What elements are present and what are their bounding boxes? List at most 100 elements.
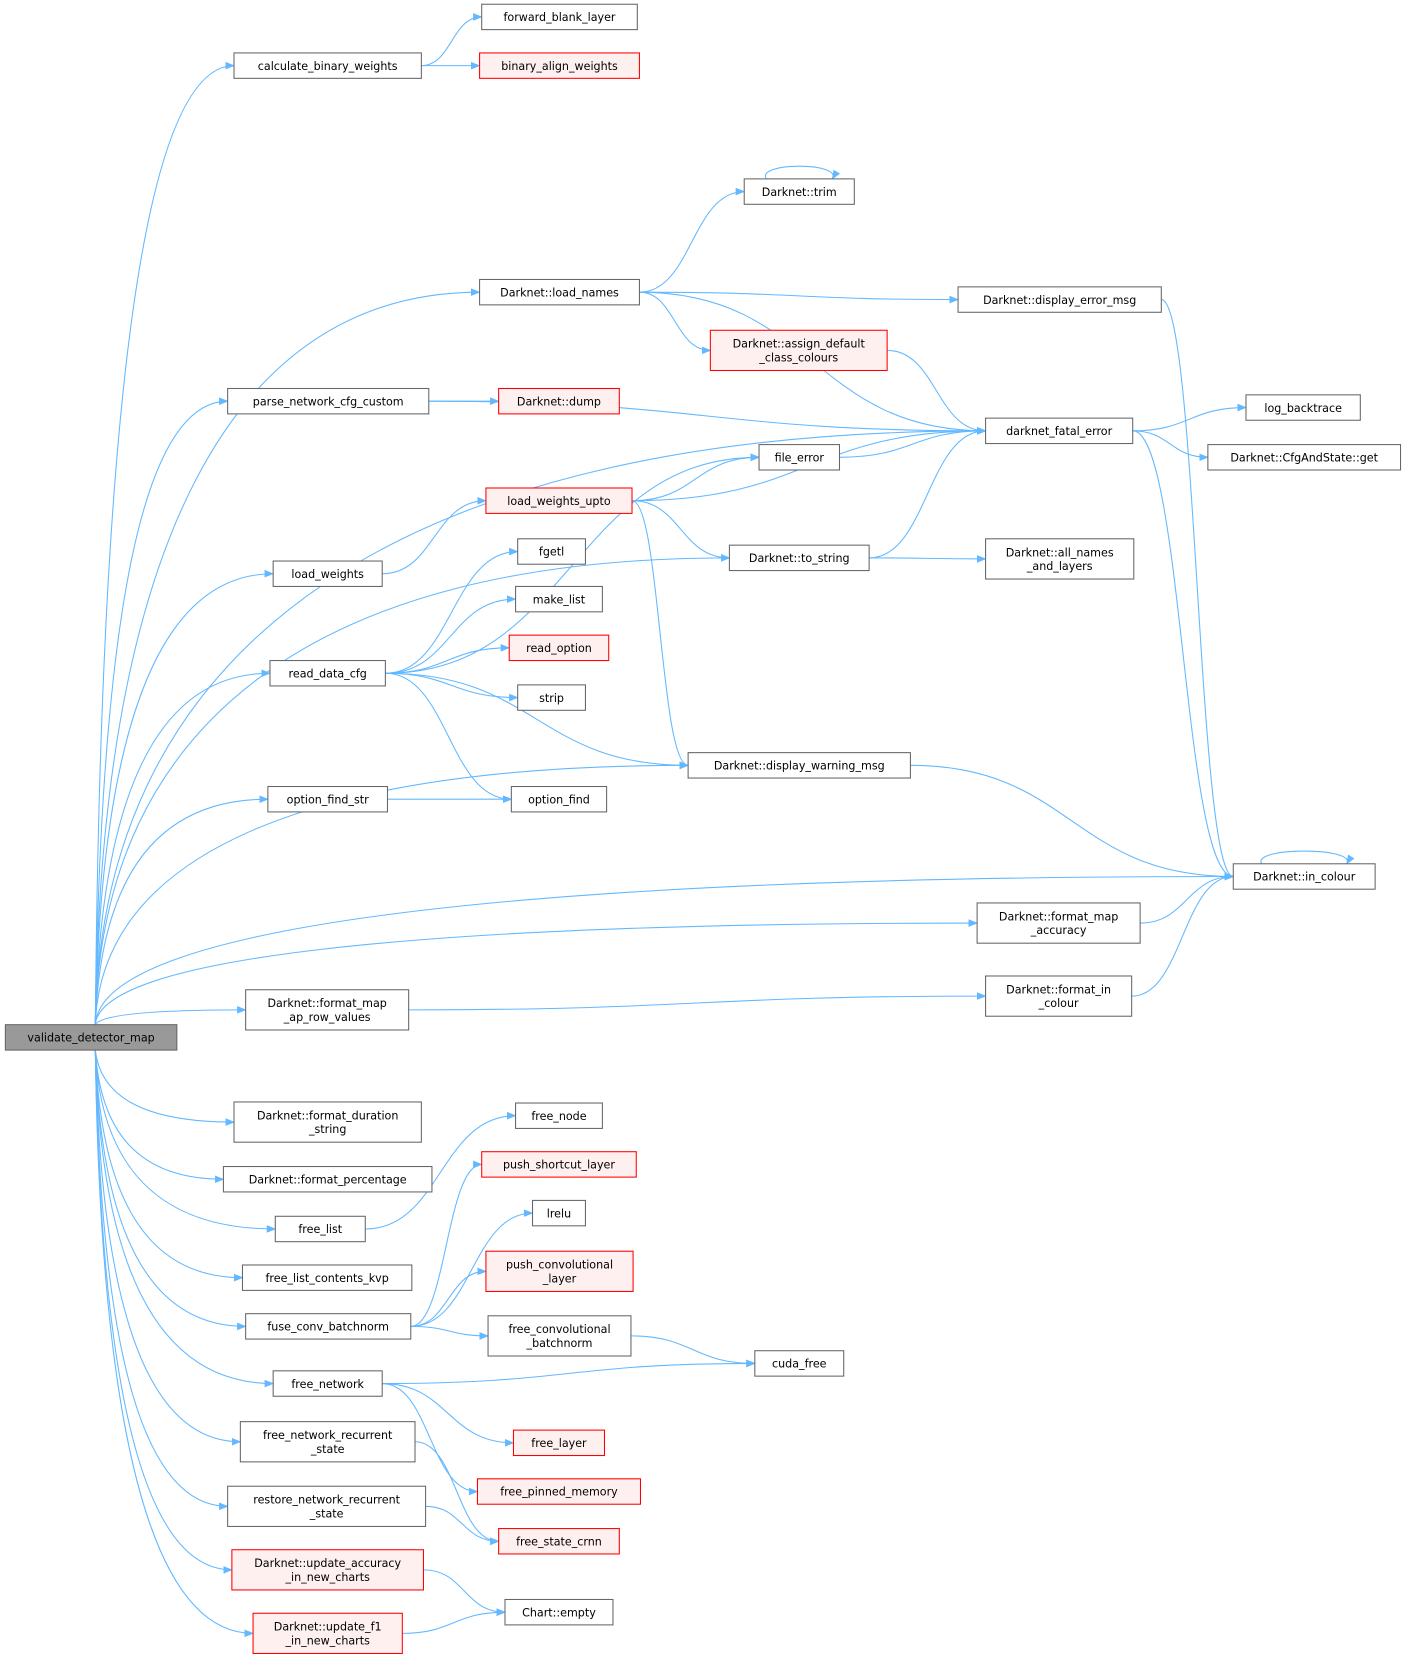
node-label: Darknet::in_colour	[1253, 871, 1356, 884]
node-free-list[interactable]: free_list	[274, 1215, 366, 1243]
node-format-duration[interactable]: Darknet::format_duration_string	[233, 1101, 422, 1143]
node-cfg-get[interactable]: Darknet::CfgAndState::get	[1207, 444, 1402, 471]
edge-trim-to-trim	[764, 165, 841, 180]
node-format-in-colour[interactable]: Darknet::format_in_colour	[985, 975, 1133, 1017]
node-label: validate_detector_map	[27, 1032, 154, 1045]
node-box	[487, 1315, 632, 1357]
node-push-shortcut-layer[interactable]: push_shortcut_layer	[481, 1151, 637, 1178]
node-box	[976, 902, 1141, 944]
node-label: _ap_row_values	[283, 1011, 371, 1024]
node-binary-align-weights[interactable]: binary_align_weights	[479, 52, 640, 79]
node-free-pinned[interactable]: free_pinned_memory	[476, 1478, 642, 1505]
node-label: _and_layers	[1026, 560, 1093, 573]
node-dump[interactable]: Darknet::dump	[498, 387, 620, 415]
node-free-node[interactable]: free_node	[515, 1102, 603, 1129]
edge-free-list-to-free-node	[365, 1111, 517, 1230]
node-read-option[interactable]: read_option	[508, 634, 610, 662]
node-restore-net-rec[interactable]: restore_network_recurrent_state	[227, 1485, 427, 1527]
node-option-find[interactable]: option_find	[510, 785, 608, 813]
node-file-error[interactable]: file_error	[758, 444, 841, 471]
node-in-colour[interactable]: Darknet::in_colour	[1232, 863, 1376, 890]
node-load-weights[interactable]: load_weights	[272, 560, 383, 587]
node-box	[485, 487, 633, 514]
node-trim[interactable]: Darknet::trim	[743, 178, 855, 205]
node-strip[interactable]: strip	[517, 684, 586, 711]
node-label: Darknet::trim	[762, 186, 837, 199]
edge-free-network-to-free-layer	[382, 1383, 515, 1447]
node-box	[479, 278, 640, 306]
node-box	[531, 1199, 586, 1227]
node-box	[1207, 444, 1402, 471]
node-fuse-conv[interactable]: fuse_conv_batchnorm	[245, 1313, 412, 1340]
node-log-backtrace[interactable]: log_backtrace	[1245, 394, 1361, 421]
node-box	[758, 444, 841, 471]
node-parse-network-cfg-custom[interactable]: parse_network_cfg_custom	[227, 387, 430, 415]
node-label: _state	[310, 1443, 345, 1456]
node-push-conv[interactable]: push_convolutional_layer	[485, 1250, 634, 1292]
node-darknet-fatal-error[interactable]: darknet_fatal_error	[985, 417, 1134, 445]
node-box	[515, 585, 603, 613]
node-forward-blank-layer[interactable]: forward_blank_layer	[481, 3, 638, 31]
node-format-percentage[interactable]: Darknet::format_percentage	[222, 1166, 433, 1193]
edges-layer	[94, 13, 1355, 1638]
node-free-conv-bn[interactable]: free_convolutional_batchnorm	[487, 1315, 632, 1357]
node-box	[508, 634, 610, 662]
node-cuda-free[interactable]: cuda_free	[754, 1350, 845, 1377]
node-box	[479, 52, 640, 79]
node-all-names[interactable]: Darknet::all_names_and_layers	[985, 538, 1135, 580]
node-chart-empty[interactable]: Chart::empty	[504, 1598, 614, 1626]
node-display-warning-msg[interactable]: Darknet::display_warning_msg	[687, 752, 911, 779]
edge-fuse-conv-to-free-conv-bn	[410, 1325, 490, 1340]
node-to-string[interactable]: Darknet::to_string	[728, 544, 870, 572]
node-read-data-cfg[interactable]: read_data_cfg	[269, 660, 386, 687]
node-format-map-ap[interactable]: Darknet::format_map_ap_row_values	[245, 989, 410, 1031]
edge-read-data-cfg-to-read-option	[385, 644, 511, 674]
node-free-network[interactable]: free_network	[272, 1370, 383, 1397]
node-lrelu[interactable]: lrelu	[531, 1199, 586, 1227]
node-box	[1245, 394, 1361, 421]
node-box	[269, 660, 386, 687]
node-option-find-str[interactable]: option_find_str	[267, 785, 389, 813]
edge-validate-to-parse-network-cfg-custom	[94, 397, 229, 1025]
node-format-map-accuracy[interactable]: Darknet::format_map_accuracy	[976, 902, 1141, 944]
node-display-error-msg[interactable]: Darknet::display_error_msg	[957, 286, 1162, 313]
node-free-state-crnn[interactable]: free_state_crnn	[498, 1528, 620, 1555]
node-free-net-rec[interactable]: free_network_recurrent_state	[239, 1421, 416, 1463]
node-update-f1[interactable]: Darknet::update_f1_in_new_charts	[252, 1612, 403, 1655]
node-free-layer[interactable]: free_layer	[512, 1429, 606, 1457]
node-label: free_pinned_memory	[500, 1486, 618, 1499]
node-make-list[interactable]: make_list	[515, 585, 603, 613]
node-box	[233, 52, 422, 79]
node-label: free_node	[531, 1110, 586, 1123]
edge-free-network-to-free-pinned	[382, 1383, 479, 1496]
node-label: fuse_conv_batchnorm	[267, 1321, 389, 1334]
node-validate[interactable]: validate_detector_map	[4, 1024, 178, 1051]
node-box	[1232, 863, 1376, 890]
node-box	[498, 387, 620, 415]
node-free-list-kvp[interactable]: free_list_contents_kvp	[241, 1264, 413, 1291]
edge-load-weights-upto-to-to-string	[632, 500, 731, 562]
node-box	[517, 684, 586, 711]
node-label: parse_network_cfg_custom	[253, 395, 404, 408]
node-label: strip	[539, 692, 564, 705]
node-label: Darknet::to_string	[749, 552, 850, 565]
node-label: Darknet::format_map	[267, 997, 386, 1010]
node-box	[272, 560, 383, 587]
edge-format-map-accuracy-to-in-colour	[1140, 872, 1235, 924]
node-fgetl[interactable]: fgetl	[517, 538, 586, 565]
node-load-names[interactable]: Darknet::load_names	[479, 278, 640, 306]
node-box	[743, 178, 855, 205]
node-label: cuda_free	[772, 1358, 827, 1371]
node-label: load_weights	[291, 568, 364, 581]
node-load-weights-upto[interactable]: load_weights_upto	[485, 487, 633, 514]
node-label: Darknet::update_accuracy	[254, 1557, 401, 1570]
node-box	[245, 989, 410, 1031]
node-assign-default[interactable]: Darknet::assign_default_class_colours	[709, 329, 888, 372]
node-label: Darknet::update_f1	[274, 1621, 382, 1634]
node-calculate-binary-weights[interactable]: calculate_binary_weights	[233, 52, 422, 79]
node-label: Darknet::format_map	[999, 910, 1118, 923]
node-update-acc[interactable]: Darknet::update_accuracy_in_new_charts	[231, 1549, 425, 1591]
edge-validate-to-free-list-kvp	[94, 1050, 244, 1282]
edge-load-weights-to-load-weights-upto	[382, 496, 487, 575]
